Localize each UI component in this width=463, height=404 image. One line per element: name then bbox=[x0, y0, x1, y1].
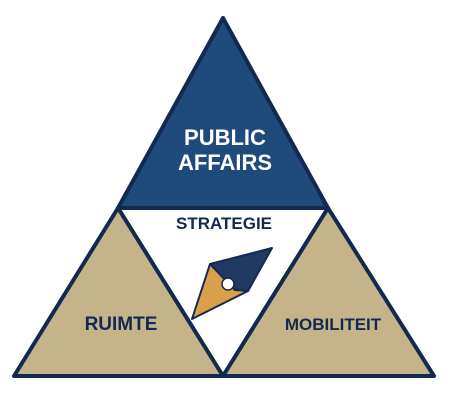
ruimte-label: RUIMTE bbox=[85, 314, 158, 335]
public-affairs-triangle bbox=[116, 16, 330, 210]
public-affairs-label-line2: AFFAIRS bbox=[178, 150, 272, 175]
ruimte-triangle bbox=[12, 206, 225, 378]
mobiliteit-triangle bbox=[221, 206, 436, 378]
compass-needle-icon bbox=[191, 247, 273, 320]
public-affairs-label-line1: PUBLIC bbox=[184, 125, 266, 150]
compass-needle-dot bbox=[221, 277, 235, 291]
mobiliteit-label: MOBILITEIT bbox=[285, 315, 382, 334]
strategie-label: STRATEGIE bbox=[176, 214, 272, 233]
